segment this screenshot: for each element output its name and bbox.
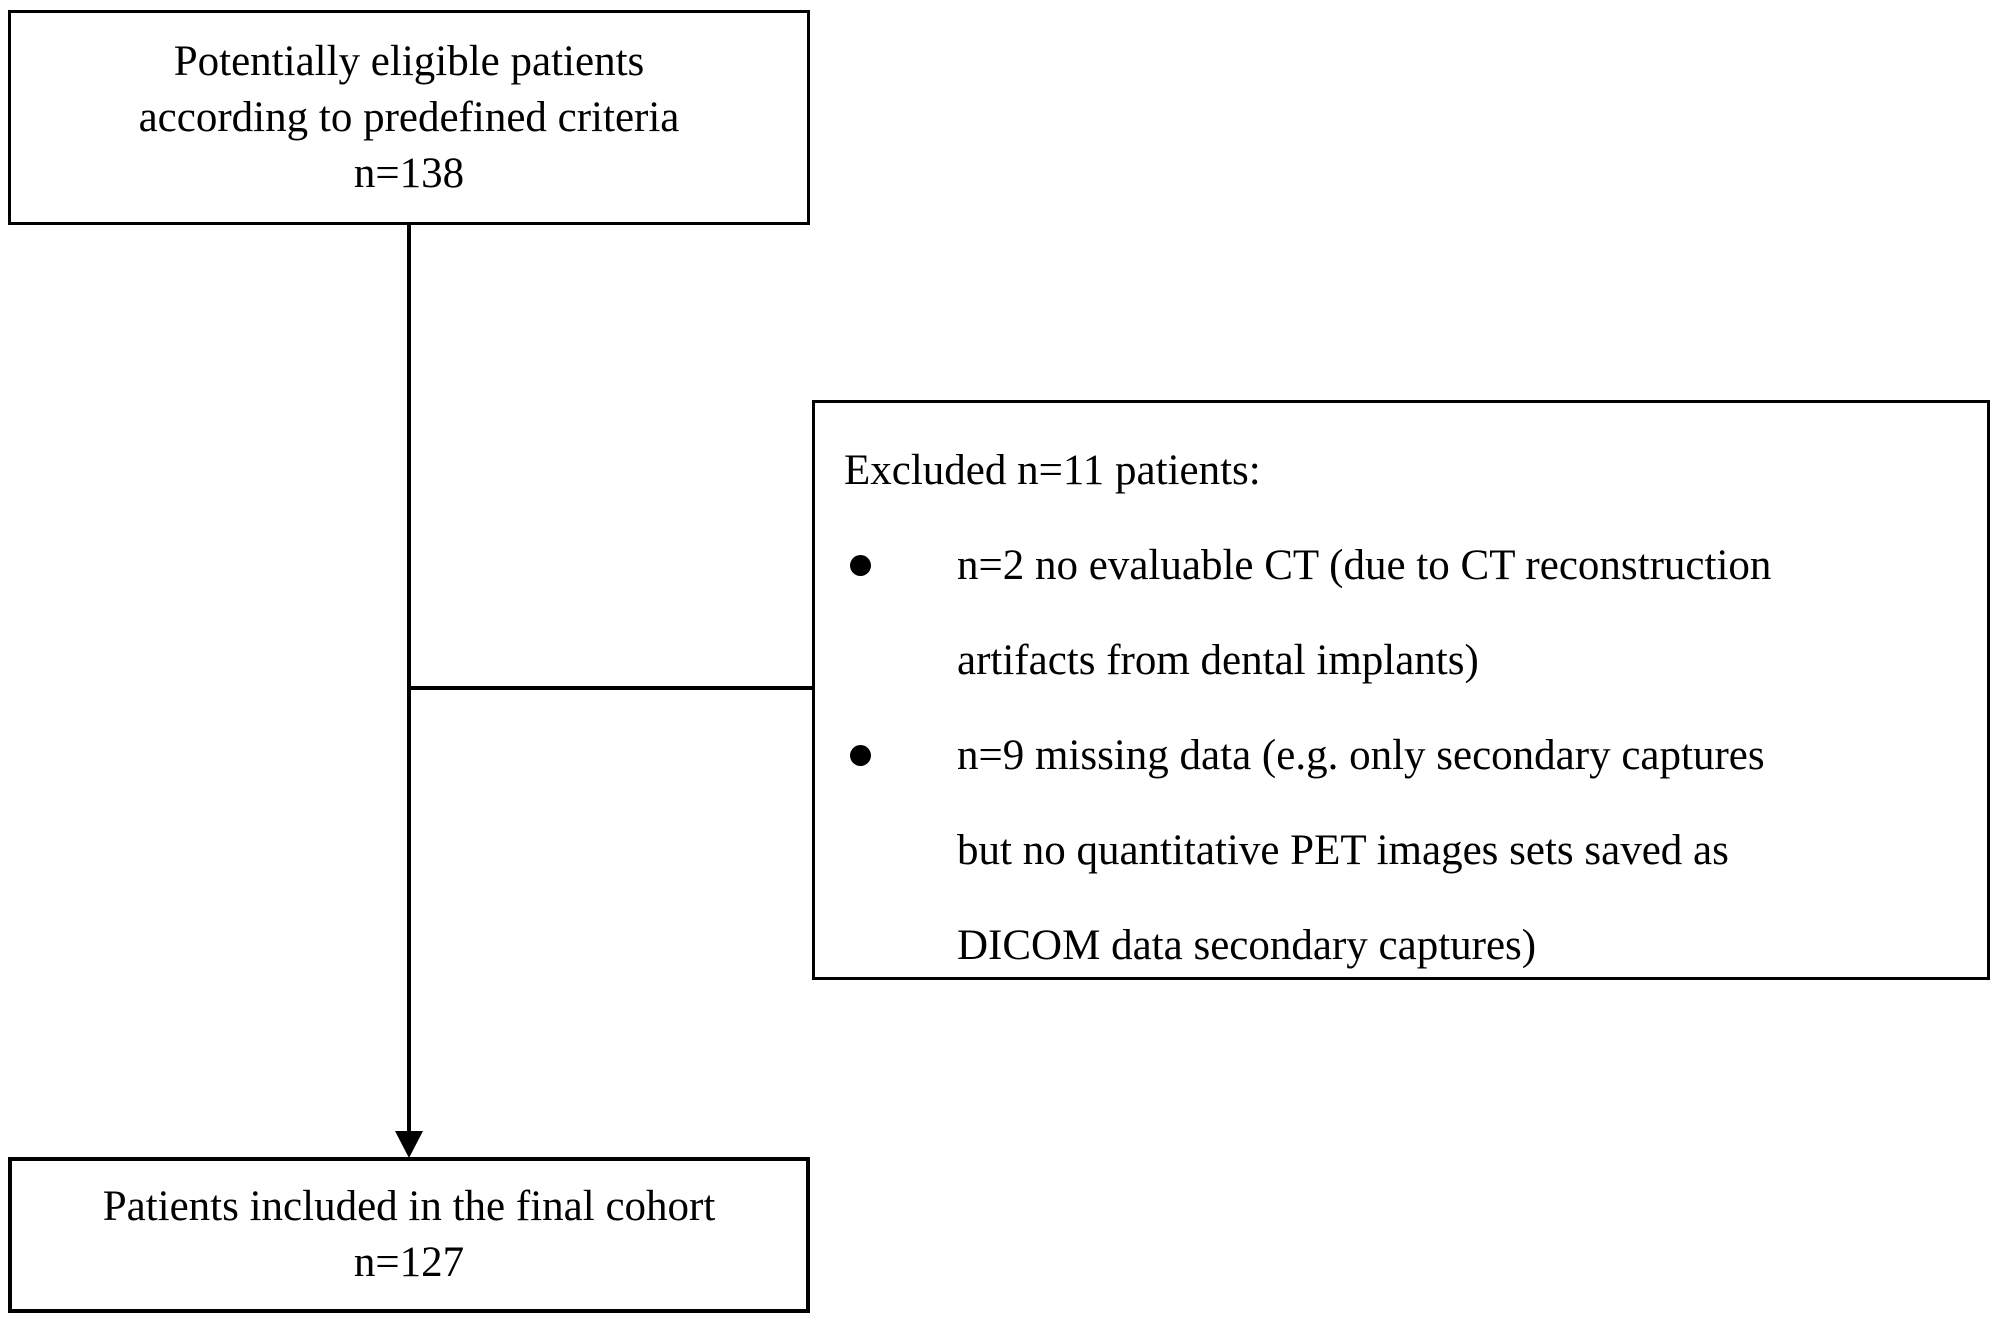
- eligible-box-line-2: according to predefined criteria: [138, 93, 680, 141]
- excluded-bullet-2-lines: n=9 missing data (e.g. only secondary ca…: [957, 708, 1765, 993]
- bullet-dot-icon: [850, 745, 871, 766]
- excluded-bullet-1-lines: n=2 no evaluable CT (due to CT reconstru…: [957, 518, 1771, 708]
- down-arrowhead-icon: [395, 1131, 423, 1158]
- eligible-box-line-1: Potentially eligible patients: [173, 37, 645, 85]
- excluded-bullet-no-evaluable-ct: n=2 no evaluable CT (due to CT reconstru…: [850, 518, 1967, 708]
- excluded-bullet-missing-data: n=9 missing data (e.g. only secondary ca…: [850, 708, 1967, 993]
- excluded-bullet-1-line-1: n=2 no evaluable CT (due to CT reconstru…: [957, 542, 1772, 589]
- eligible-box-count: n=138: [353, 149, 465, 197]
- final-cohort-count: n=127: [353, 1239, 465, 1286]
- excluded-box-heading: Excluded n=11 patients:: [844, 447, 1261, 494]
- connector-horizontal-line: [409, 686, 812, 690]
- final-cohort-line-1: Patients included in the final cohort: [102, 1183, 716, 1230]
- bullet-dot-icon: [850, 555, 871, 576]
- final-cohort-box: Patients included in the final cohort n=…: [8, 1157, 810, 1313]
- excluded-bullet-2-line-3: DICOM data secondary captures): [957, 922, 1537, 969]
- excluded-bullet-2-line-2: but no quantitative PET images sets save…: [957, 827, 1729, 874]
- excluded-bullet-1-line-2: artifacts from dental implants): [957, 637, 1479, 684]
- eligible-patients-box: Potentially eligible patients according …: [8, 10, 810, 225]
- excluded-patients-box: Excluded n=11 patients: n=2 no evaluable…: [812, 400, 1990, 980]
- connector-vertical-line: [407, 225, 411, 1135]
- excluded-bullet-2-line-1: n=9 missing data (e.g. only secondary ca…: [957, 732, 1765, 779]
